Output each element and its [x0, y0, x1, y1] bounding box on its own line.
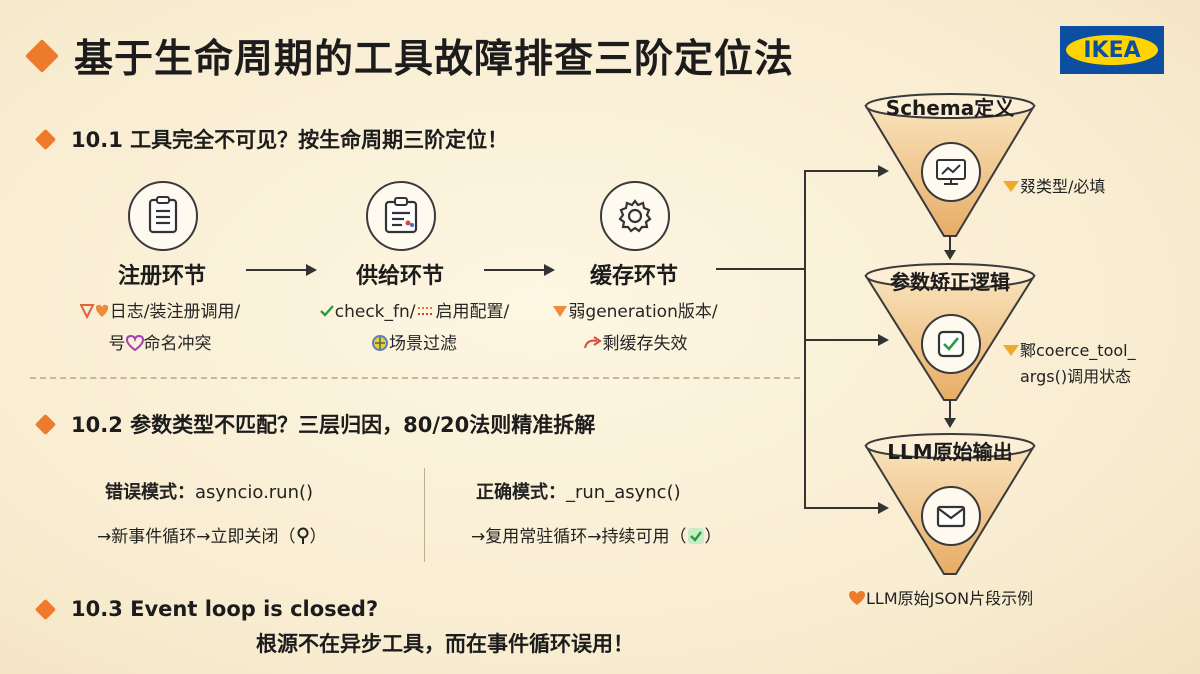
- wrong-mode-flow-end: ）: [309, 527, 327, 547]
- diamond-icon: [34, 128, 57, 150]
- stage-note-supply-line1a: check_fn/: [334, 302, 416, 322]
- funnel-label-schema: Schema定义: [885, 96, 1015, 120]
- stage-note-register-line1: 日志/装注册调用/: [109, 302, 241, 322]
- connector-to-funnel-3-head: [878, 502, 889, 514]
- diamond-icon: [34, 413, 57, 435]
- redo-arrow-icon: [583, 336, 602, 349]
- ikea-logo: IKEA: [1060, 26, 1164, 74]
- right-mode-label: 正确模式：: [476, 482, 566, 503]
- funnel-note-schema-text: 叕类型/必填: [1020, 177, 1106, 196]
- chart-monitor-icon: [921, 142, 981, 202]
- connector-to-funnel-2: [804, 339, 880, 341]
- funnel-note-coerce-line1: 鄹coerce_tool_: [1020, 341, 1136, 360]
- stage-note-cache-line2: 剩缓存失效: [602, 334, 688, 354]
- envelope-icon: [921, 486, 981, 546]
- funnel-label-coerce: 参数矫正逻辑: [890, 270, 1010, 294]
- stage-label-cache: 缓存环节: [589, 264, 678, 289]
- connector-horizontal: [716, 268, 806, 270]
- section-3-line2: 根源不在异步工具，而在事件循环误用！: [256, 632, 634, 656]
- wrong-mode-flow: →新事件循环→立即关闭（ ）: [97, 522, 327, 547]
- ikea-logo-text: IKEA: [1066, 35, 1158, 65]
- check-box-icon: [687, 528, 704, 544]
- right-mode-flow: →复用常驻循环→持续可用（ ）: [471, 522, 722, 547]
- checkbox-icon: [921, 314, 981, 374]
- gear-icon: [600, 181, 670, 251]
- wrong-mode: 错误模式：asyncio.run(): [105, 478, 313, 504]
- arrow-1: [246, 269, 308, 271]
- connector-to-funnel-3: [804, 507, 880, 509]
- wrong-mode-flow-text: →新事件循环→立即关闭（: [97, 527, 296, 547]
- document-list-icon: [128, 181, 198, 251]
- stage-note-register-line2a: 号: [108, 334, 126, 354]
- config-panel-icon: [366, 181, 436, 251]
- funnel-note-coerce-line2: args()调用状态: [1020, 367, 1132, 386]
- section-1-text: 10.1 工具完全不可见？按生命周期三阶定位！: [71, 128, 509, 152]
- connector-to-funnel-1: [804, 170, 880, 172]
- section-3-line1: 10.3 Event loop is closed?: [71, 597, 379, 621]
- arrow-1-head: [306, 264, 317, 276]
- arrow-2-head: [544, 264, 555, 276]
- stage-note-supply-line2: 场景过滤: [389, 334, 457, 354]
- conflict-heart-icon: [125, 334, 144, 352]
- right-mode-flow-end: ）: [704, 527, 722, 547]
- funnel-note-coerce: 鄹coerce_tool_ args()调用状态: [1002, 338, 1136, 390]
- warning-marks-icon: [79, 304, 108, 320]
- warning-shield-icon: [1003, 181, 1019, 192]
- funnel-note-llm-text: LLM原始JSON片段示例: [866, 589, 1034, 608]
- title-diamond-icon: [25, 39, 59, 73]
- right-mode-flow-text: →复用常驻循环→持续可用（: [471, 527, 687, 547]
- stage-note-cache: 弱generation版本/ 剩缓存失效: [518, 296, 752, 360]
- section-2-heading: 10.2 参数类型不匹配？三层归因，80/20法则精准拆解: [34, 409, 596, 439]
- section-2-text: 10.2 参数类型不匹配？三层归因，80/20法则精准拆解: [71, 413, 596, 437]
- right-mode-code: _run_async(): [566, 482, 681, 503]
- section-3-heading: 10.3 Event loop is closed?: [34, 597, 379, 621]
- right-mode: 正确模式：_run_async(): [476, 478, 681, 504]
- diamond-icon: [34, 598, 57, 620]
- stage-note-supply-line1b: 启用配置/: [435, 302, 510, 322]
- stage-note-register-line2b: 命名冲突: [143, 334, 212, 354]
- dashed-divider: [30, 377, 800, 379]
- filter-globe-icon: [372, 335, 388, 351]
- arrow-2: [484, 269, 546, 271]
- title-bar: 基于生命周期的工具故障排查三阶定位法: [25, 28, 795, 84]
- stage-note-register: 日志/装注册调用/ 号命名冲突: [40, 296, 280, 360]
- stage-label-supply: 供给环节: [355, 264, 444, 289]
- warning-triangle-icon: [553, 306, 568, 317]
- funnel-note-llm: LLM原始JSON片段示例: [848, 586, 1033, 612]
- stage-note-cache-line1: 弱generation版本/: [568, 302, 718, 322]
- mode-separator: [424, 468, 425, 562]
- warning-shield-icon: [1003, 345, 1019, 356]
- pin-icon: [297, 527, 308, 544]
- page-title: 基于生命周期的工具故障排查三阶定位法: [74, 37, 795, 82]
- connector-to-funnel-1-head: [878, 165, 889, 177]
- check-icon: [319, 305, 334, 317]
- stage-note-supply: check_fn/启用配置/ 场景过滤: [286, 296, 542, 360]
- connector-to-funnel-2-head: [878, 334, 889, 346]
- section-3-line2-wrap: 根源不在异步工具，而在事件循环误用！: [256, 628, 634, 658]
- toggle-dots-icon: [417, 307, 434, 315]
- wrong-mode-code: asyncio.run(): [195, 482, 314, 503]
- funnel-label-llm: LLM原始输出: [887, 440, 1013, 464]
- funnel-note-schema: 叕类型/必填: [1002, 174, 1105, 200]
- section-1-heading: 10.1 工具完全不可见？按生命周期三阶定位！: [34, 124, 509, 154]
- stage-label-register: 注册环节: [117, 264, 206, 289]
- wrong-mode-label: 错误模式：: [105, 482, 195, 503]
- heart-icon: [849, 591, 865, 605]
